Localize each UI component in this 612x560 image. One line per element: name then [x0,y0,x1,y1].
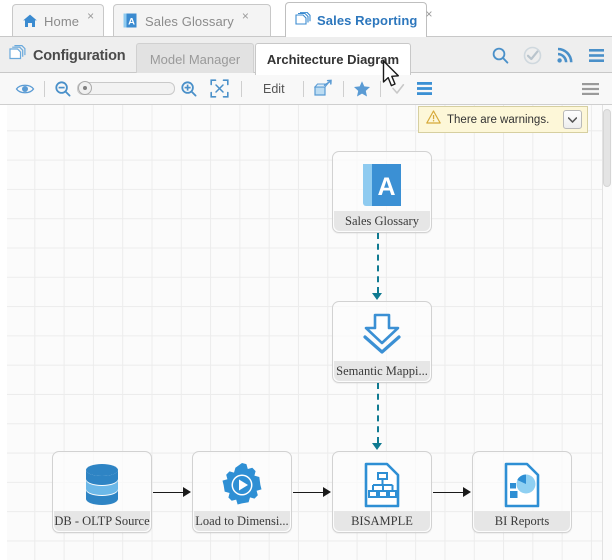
star-icon[interactable] [353,73,371,105]
connector-arrowhead [323,487,331,497]
check-icon[interactable] [390,73,406,105]
node-label: BISAMPLE [334,511,430,531]
down-arrows-icon [333,307,431,362]
page-title-text: Configuration [33,47,126,64]
connector-load-to-bisample [293,492,324,493]
toolbar-divider [379,80,381,97]
tab-sales-glossary[interactable]: A Sales Glossary × [113,4,271,37]
toolbar-divider [241,80,242,97]
node-semantic-mapping[interactable]: Semantic Mappi... [332,301,432,383]
tab-sales-reporting-close-icon[interactable]: × [425,7,433,21]
check-circle-icon[interactable] [523,46,542,65]
tab-home-close-icon[interactable]: × [87,9,95,23]
book-a-icon: A [123,13,139,29]
diagram-canvas[interactable]: A Sales Glossary Semantic Mappi... [7,105,605,560]
browser-tab-bar: Home × A Sales Glossary × [0,0,612,37]
hierarchy-doc-icon [333,457,431,512]
connector-db-to-load [153,492,184,493]
zoom-slider[interactable] [77,81,175,95]
connector-mapping-to-bisample [377,383,379,443]
home-icon [22,13,38,29]
tab-home-label: Home [44,13,80,29]
diagram-canvas-area[interactable]: A Sales Glossary Semantic Mappi... [0,105,612,560]
stacked-pages-icon [9,45,26,66]
node-label: Semantic Mappi... [334,361,430,381]
menu-icon[interactable] [587,46,606,65]
toolbar-divider [302,80,304,97]
tab-architecture-diagram-label: Architecture Diagram [266,52,400,67]
chevron-down-icon[interactable] [563,110,582,129]
eye-icon[interactable] [15,73,35,105]
tab-model-manager[interactable]: Model Manager [136,43,254,74]
tab-home[interactable]: Home × [12,4,104,37]
warning-triangle-icon [426,110,441,129]
node-load-to-dimensions[interactable]: Load to Dimensi... [192,451,292,533]
diagram-toolbar: Edit [0,73,612,105]
scrollbar-thumb[interactable] [603,109,611,187]
edit-button[interactable]: Edit [263,81,285,96]
connector-arrowhead [372,293,382,300]
toolbar-divider [342,80,344,97]
tab-sales-reporting[interactable]: Sales Reporting × [285,2,432,37]
gear-play-icon [193,457,291,512]
fit-to-screen-icon[interactable] [210,73,229,105]
list-icon[interactable] [416,73,433,105]
header-action-icons [491,37,606,73]
connector-arrowhead [463,487,471,497]
rss-icon[interactable] [555,46,574,65]
stacked-pages-icon [295,11,311,28]
configuration-header-bar: Configuration Model Manager Architecture… [0,36,612,75]
connector-arrowhead [183,487,191,497]
svg-text:A: A [128,17,135,28]
zoom-slider-handle[interactable] [78,81,92,95]
warnings-text: There are warnings. [447,113,550,126]
connector-bisample-to-reports [433,492,464,493]
tab-architecture-diagram[interactable]: Architecture Diagram [255,43,411,75]
node-label: BI Reports [474,511,570,531]
connector-glossary-to-mapping [377,233,379,293]
node-label: Sales Glossary [334,211,430,231]
search-icon[interactable] [491,46,510,65]
node-db-oltp-source[interactable]: DB - OLTP Source [52,451,152,533]
hamburger-icon[interactable] [581,73,600,105]
node-label: DB - OLTP Source [54,511,150,531]
node-bisample[interactable]: BISAMPLE [332,451,432,533]
warnings-notification[interactable]: There are warnings. [418,106,588,133]
database-icon [53,457,151,512]
tab-model-manager-label: Model Manager [149,51,241,67]
node-bi-reports[interactable]: BI Reports [472,451,572,533]
tab-sales-glossary-close-icon[interactable]: × [241,9,249,23]
node-label: Load to Dimensi... [194,511,290,531]
tab-sales-glossary-label: Sales Glossary [145,13,234,29]
zoom-in-icon[interactable] [180,73,198,105]
connector-arrowhead [372,443,382,450]
svg-text:A: A [377,173,395,201]
toolbar-divider [44,80,45,97]
node-sales-glossary[interactable]: A Sales Glossary [332,151,432,233]
canvas-vertical-scrollbar[interactable] [602,105,612,560]
tab-sales-reporting-label: Sales Reporting [317,12,418,28]
chart-doc-icon [473,457,571,512]
page-title: Configuration [9,45,126,66]
book-a-icon: A [333,157,431,212]
export-icon[interactable] [313,73,334,105]
zoom-out-icon[interactable] [54,73,72,105]
